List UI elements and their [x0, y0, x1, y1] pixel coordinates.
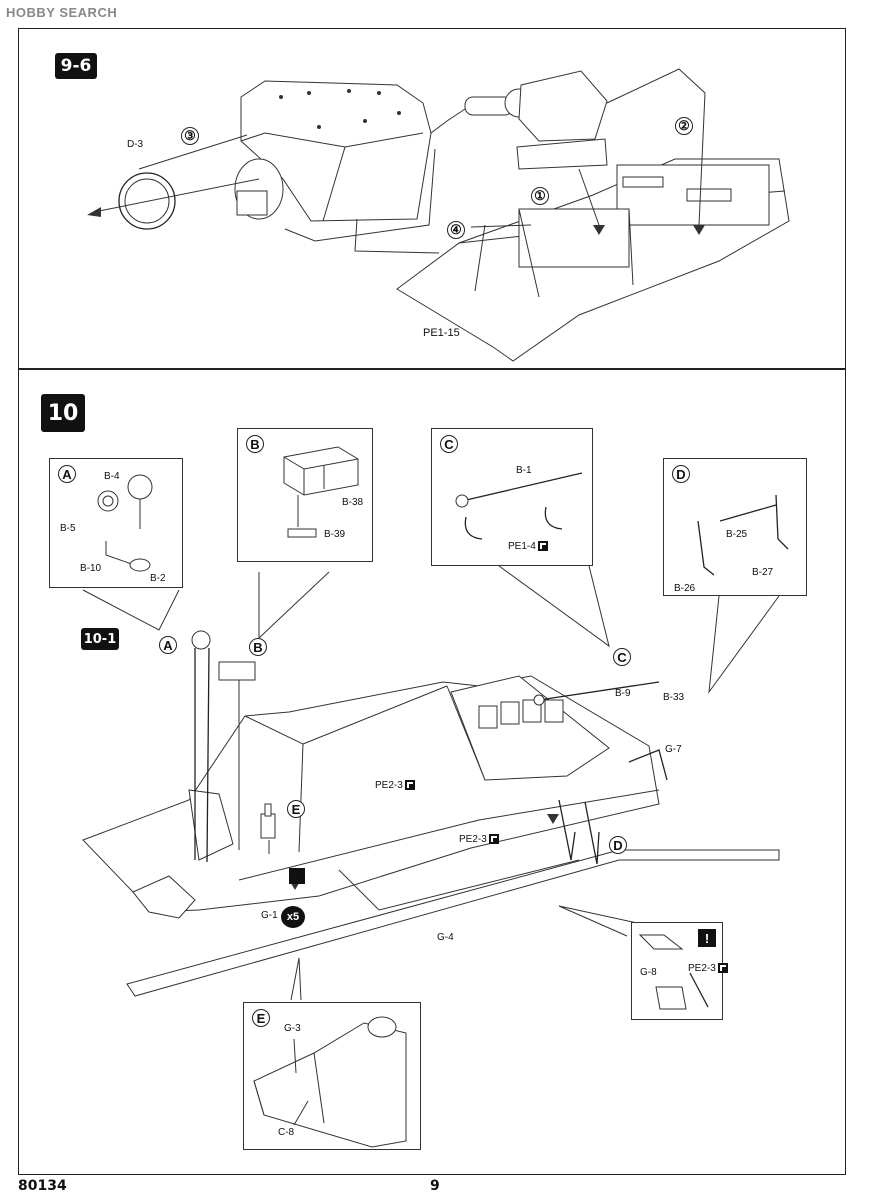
- marker-b: B: [249, 638, 267, 656]
- warning-icon: !: [698, 929, 716, 947]
- part-label-c8: C-8: [278, 1127, 295, 1138]
- photo-etch-icon: [488, 834, 499, 845]
- part-label-pe2-3c: PE2-3: [688, 963, 728, 974]
- part-label-d3: D-3: [127, 139, 144, 150]
- hull-assembly-illustration: [82, 565, 780, 1001]
- part-label-b9: B-9: [615, 688, 631, 699]
- step-label-9-6: 9-6: [55, 53, 97, 79]
- hobby-search-logo: HOBBY SEARCH: [6, 5, 117, 20]
- marker-e: E: [287, 800, 305, 818]
- pe1-4-text: PE1-4: [508, 541, 536, 552]
- part-label-b25: B-25: [726, 529, 748, 540]
- callout-box-a: A B-4 B-5 B-10 B-2: [49, 458, 183, 588]
- callout-1: ①: [531, 187, 549, 205]
- photo-etch-icon: [537, 541, 548, 552]
- logo-text: HOBBY SEARCH: [6, 5, 118, 20]
- part-label-b33: B-33: [663, 692, 685, 703]
- callout-box-b: B B-38 B-39: [237, 428, 373, 562]
- pe2-3c-text: PE2-3: [688, 963, 716, 974]
- box-e-letter: E: [252, 1009, 270, 1027]
- pe2-3a-text: PE2-3: [375, 780, 403, 791]
- part-label-g7: G-7: [665, 744, 682, 755]
- part-label-b5: B-5: [60, 523, 76, 534]
- box-a-letter: A: [58, 465, 76, 483]
- page-number: 9: [430, 1178, 440, 1194]
- substep-label-10-1: 10-1: [81, 628, 119, 650]
- photo-etch-icon: [717, 963, 728, 974]
- part-label-g4: G-4: [437, 932, 454, 943]
- photo-etch-icon: [404, 780, 415, 791]
- box-c-letter: C: [440, 435, 458, 453]
- box-d-parts-drawing: [697, 494, 789, 576]
- box-c-parts-drawing: [455, 472, 583, 540]
- step-label-10: 10: [41, 394, 85, 432]
- part-label-b10: B-10: [80, 563, 102, 574]
- callout-2: ②: [675, 117, 693, 135]
- part-label-g3: G-3: [284, 1023, 301, 1034]
- panel-step-9-6: 9-6: [18, 28, 846, 369]
- part-label-pe1-4: PE1-4: [508, 541, 548, 552]
- part-label-b39: B-39: [324, 529, 346, 540]
- box-b-parts-drawing: [283, 446, 359, 538]
- part-label-b1: B-1: [516, 465, 532, 476]
- callout-box-d: D B-25 B-26 B-27: [663, 458, 807, 596]
- turret-assembly-illustration: [87, 68, 790, 362]
- callout-box-warning: ! G-8 PE2-3: [631, 922, 728, 1020]
- callout-3: ③: [181, 127, 199, 145]
- part-label-g8: G-8: [640, 967, 657, 978]
- callout-box-c: C B-1 PE1-4: [431, 428, 593, 566]
- box-a-parts-drawing: [97, 474, 153, 572]
- callout-4: ④: [447, 221, 465, 239]
- marker-d: D: [609, 836, 627, 854]
- part-label-b2: B-2: [150, 573, 166, 584]
- part-label-pe1-15: PE1-15: [423, 327, 460, 339]
- box-e-parts-drawing: [253, 1016, 407, 1148]
- warning-parts-drawing: [638, 934, 709, 1010]
- quantity-badge-x5: x5: [281, 906, 305, 928]
- part-label-g1: G-1: [261, 910, 278, 921]
- part-label-b4: B-4: [104, 471, 120, 482]
- box-d-letter: D: [672, 465, 690, 483]
- part-label-pe2-3b: PE2-3: [459, 834, 499, 845]
- part-label-pe2-3a: PE2-3: [375, 780, 415, 791]
- panel-step-10: 10 10-1: [18, 369, 846, 1175]
- marker-a: A: [159, 636, 177, 654]
- part-label-b27: B-27: [752, 567, 774, 578]
- product-code: 80134: [18, 1178, 67, 1194]
- glue-marker-icon: [289, 868, 305, 884]
- part-label-b26: B-26: [674, 583, 696, 594]
- marker-c: C: [613, 648, 631, 666]
- pe2-3b-text: PE2-3: [459, 834, 487, 845]
- callout-box-e: E G-3 C-8: [243, 1002, 421, 1150]
- part-label-b38: B-38: [342, 497, 364, 508]
- box-b-letter: B: [246, 435, 264, 453]
